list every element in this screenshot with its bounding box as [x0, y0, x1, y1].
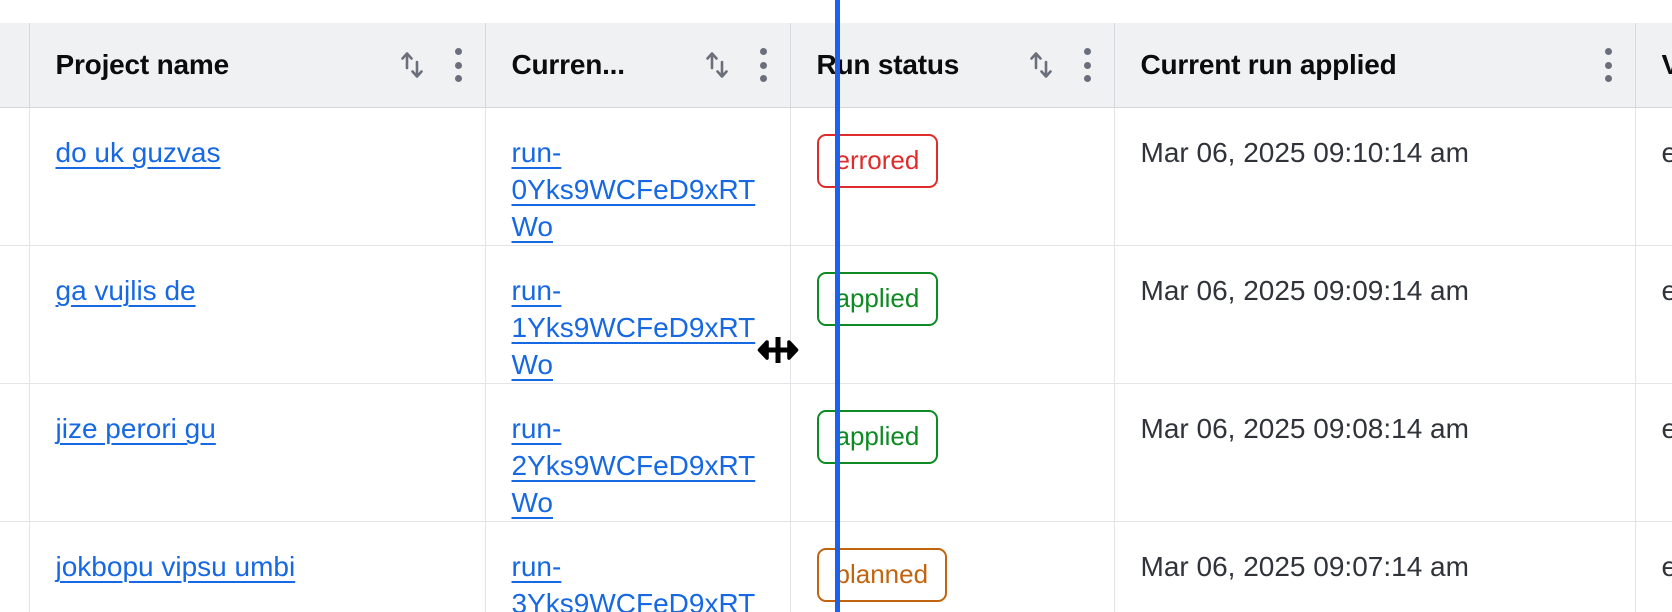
cell-project-name: do uk guzvas: [29, 107, 486, 246]
column-header-label-project-name: Project name: [55, 49, 229, 80]
row-gutter-cell: [0, 245, 30, 384]
column-menu-kebab-icon[interactable]: [455, 48, 463, 82]
current-run-applied-text: Mar 06, 2025 09:10:14 am: [1140, 137, 1469, 168]
version-text: e: [1661, 137, 1672, 168]
current-run-link[interactable]: run-3Yks9WCFeD9xRTWo: [511, 551, 756, 612]
row-gutter-cell: [0, 107, 30, 246]
sort-arrows-icon[interactable]: [1026, 47, 1056, 83]
cell-run-status: applied: [790, 245, 1115, 384]
column-header-run-status[interactable]: Run status: [790, 23, 1115, 108]
current-run-link[interactable]: run-0Yks9WCFeD9xRTWo: [511, 137, 756, 242]
project-name-link[interactable]: do uk guzvas: [55, 137, 221, 168]
row-gutter-cell: [0, 521, 30, 612]
projects-table-container: Project name: [0, 23, 1672, 612]
version-text: e: [1661, 275, 1672, 306]
current-run-link[interactable]: run-2Yks9WCFeD9xRTWo: [511, 413, 756, 518]
column-header-current-run-applied[interactable]: Current run applied: [1114, 23, 1636, 108]
column-header-project-name[interactable]: Project name: [29, 23, 486, 108]
cell-version: e: [1635, 107, 1672, 246]
sort-arrows-icon[interactable]: [702, 47, 732, 83]
cell-current-run-applied: Mar 06, 2025 09:09:14 am: [1114, 245, 1636, 384]
cell-current-run-applied: Mar 06, 2025 09:10:14 am: [1114, 107, 1636, 246]
column-header-label-current-run: Curren...: [511, 49, 625, 80]
project-name-link[interactable]: jize perori gu: [55, 413, 216, 444]
status-badge: errored: [816, 134, 939, 188]
column-header-label-version: V: [1661, 49, 1672, 80]
column-menu-kebab-icon[interactable]: [1605, 48, 1613, 82]
cell-run-status: errored: [790, 107, 1115, 246]
table-header: Project name: [0, 23, 1672, 108]
table-header-row: Project name: [0, 23, 1672, 108]
status-badge: planned: [816, 548, 948, 602]
column-menu-kebab-icon[interactable]: [760, 48, 768, 82]
column-header-label-run-status: Run status: [816, 49, 960, 80]
column-header-version[interactable]: V: [1635, 23, 1672, 108]
project-name-link[interactable]: ga vujlis de: [55, 275, 196, 306]
cell-current-run: run-2Yks9WCFeD9xRTWo: [485, 383, 791, 522]
table-row: do uk guzvas run-0Yks9WCFeD9xRTWo errore…: [0, 107, 1672, 246]
version-text: e: [1661, 551, 1672, 582]
table-row: jokbopu vipsu umbi run-3Yks9WCFeD9xRTWo …: [0, 521, 1672, 612]
table-body: do uk guzvas run-0Yks9WCFeD9xRTWo errore…: [0, 107, 1672, 612]
current-run-applied-text: Mar 06, 2025 09:09:14 am: [1140, 275, 1469, 306]
cell-current-run: run-3Yks9WCFeD9xRTWo: [485, 521, 791, 612]
cell-run-status: applied: [790, 383, 1115, 522]
column-header-current-run[interactable]: Curren...: [485, 23, 791, 108]
project-name-link[interactable]: jokbopu vipsu umbi: [55, 551, 296, 582]
sort-arrows-icon[interactable]: [397, 47, 427, 83]
cell-current-run: run-0Yks9WCFeD9xRTWo: [485, 107, 791, 246]
version-text: e: [1661, 413, 1672, 444]
cell-version: e: [1635, 383, 1672, 522]
cell-version: e: [1635, 245, 1672, 384]
cell-project-name: ga vujlis de: [29, 245, 486, 384]
current-run-link[interactable]: run-1Yks9WCFeD9xRTWo: [511, 275, 756, 380]
current-run-applied-text: Mar 06, 2025 09:07:14 am: [1140, 551, 1469, 582]
cell-project-name: jize perori gu: [29, 383, 486, 522]
table-row: ga vujlis de run-1Yks9WCFeD9xRTWo applie…: [0, 245, 1672, 384]
cell-project-name: jokbopu vipsu umbi: [29, 521, 486, 612]
cell-current-run: run-1Yks9WCFeD9xRTWo: [485, 245, 791, 384]
cell-run-status: planned: [790, 521, 1115, 612]
projects-table: Project name: [0, 23, 1672, 612]
column-header-label-current-run-applied: Current run applied: [1140, 49, 1397, 80]
status-badge: applied: [816, 410, 939, 464]
column-header-gutter: [0, 23, 30, 108]
cell-current-run-applied: Mar 06, 2025 09:08:14 am: [1114, 383, 1636, 522]
status-badge: applied: [816, 272, 939, 326]
row-gutter-cell: [0, 383, 30, 522]
column-menu-kebab-icon[interactable]: [1084, 48, 1092, 82]
current-run-applied-text: Mar 06, 2025 09:08:14 am: [1140, 413, 1469, 444]
cell-current-run-applied: Mar 06, 2025 09:07:14 am: [1114, 521, 1636, 612]
cell-version: e: [1635, 521, 1672, 612]
table-row: jize perori gu run-2Yks9WCFeD9xRTWo appl…: [0, 383, 1672, 522]
